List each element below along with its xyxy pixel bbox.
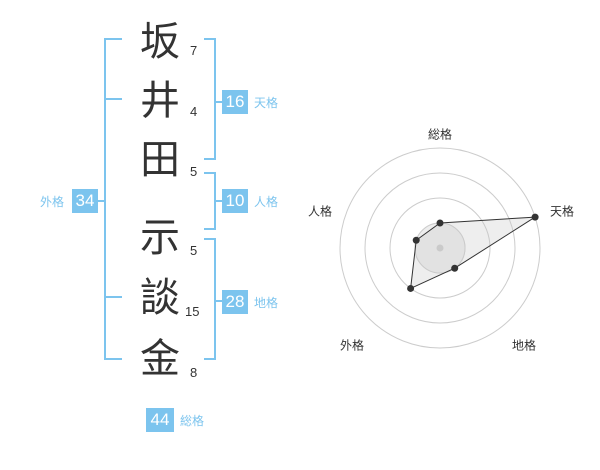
chikaku-label: 地格 [254, 296, 279, 310]
radar-ring-2 [389, 197, 491, 299]
stroke-count-3: 5 [190, 164, 198, 179]
chikaku-value: 28 [222, 290, 248, 314]
gaikaku-bracket-tick-bottom [104, 358, 122, 360]
radar-point-1 [436, 219, 444, 227]
stroke-count-6: 8 [190, 365, 198, 380]
radar-axis-label-5: 人格 [308, 204, 332, 219]
gaikaku-label: 外格 [40, 195, 65, 209]
tenkaku-label: 天格 [254, 96, 279, 110]
stroke-count-4: 5 [190, 243, 198, 258]
radar-point-2 [531, 213, 539, 221]
gaikaku-value: 34 [72, 189, 98, 213]
name-char-3: 田 [140, 137, 180, 183]
gaikaku-bracket-tick-5 [104, 296, 122, 298]
radar-point-4 [407, 284, 415, 292]
name-char-4: 示 [140, 215, 180, 261]
radar-axis-label-3: 地格 [512, 338, 536, 353]
tenkaku-bracket-tick-top [204, 38, 216, 40]
jinkaku-bracket-tick-top [204, 172, 216, 174]
name-char-1: 坂 [140, 19, 180, 65]
jinkaku-bracket-connector [214, 200, 222, 202]
radar-axis-label-2: 天格 [550, 204, 574, 219]
radar-ring-4 [339, 147, 541, 349]
tenkaku-bracket-spine [214, 38, 216, 160]
soukaku-label: 総格 [180, 414, 205, 428]
radar-ring-3 [364, 172, 516, 324]
chikaku-bracket-connector [214, 300, 222, 302]
tenkaku-bracket-tick-bottom [204, 158, 216, 160]
radar-axis-label-1: 総格 [428, 127, 452, 142]
jinkaku-value: 10 [222, 189, 248, 213]
soukaku-value: 44 [146, 408, 174, 432]
gaikaku-bracket-spine [104, 38, 106, 360]
name-char-5: 談 [140, 275, 180, 321]
jinkaku-bracket-tick-bottom [204, 228, 216, 230]
gaikaku-bracket-tick-2 [104, 98, 122, 100]
radar-point-3 [451, 264, 459, 272]
radar-axis-label-4: 外格 [340, 338, 364, 353]
chikaku-bracket-tick-bottom [204, 358, 216, 360]
chikaku-bracket-spine [214, 238, 216, 360]
name-char-2: 井 [140, 78, 180, 124]
tenkaku-bracket-connector [214, 101, 222, 103]
chikaku-bracket-tick-top [204, 238, 216, 240]
radar-center-dot [436, 244, 444, 252]
stroke-count-1: 7 [190, 43, 198, 58]
name-char-6: 金 [140, 336, 180, 382]
stroke-count-2: 4 [190, 104, 198, 119]
jinkaku-label: 人格 [254, 195, 279, 209]
stroke-count-5: 15 [185, 304, 200, 319]
gaikaku-bracket-connector [98, 200, 106, 202]
tenkaku-value: 16 [222, 90, 248, 114]
radar-series-area [410, 216, 536, 290]
gaikaku-bracket-tick-top [104, 38, 122, 40]
radar-point-5 [412, 236, 420, 244]
